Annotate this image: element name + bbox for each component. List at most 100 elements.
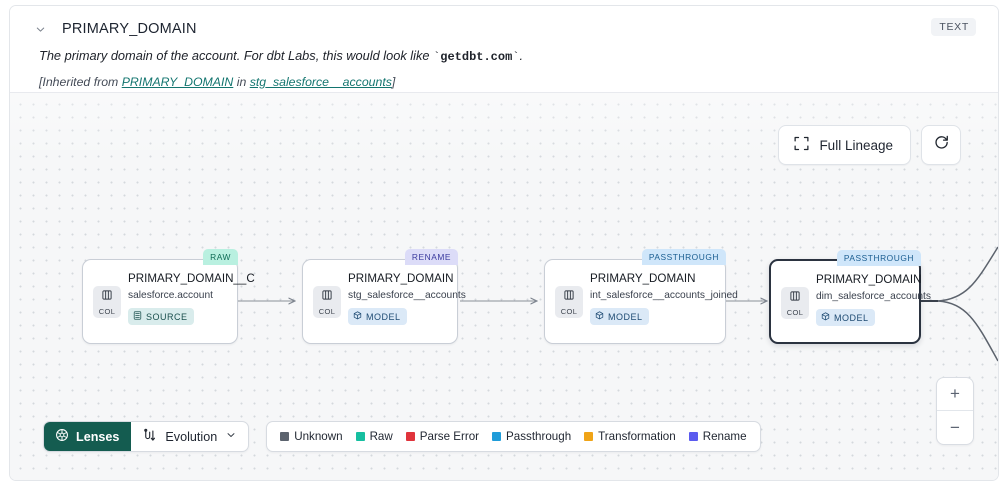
database-icon: [133, 311, 142, 322]
node-name: PRIMARY_DOMAIN: [348, 272, 454, 285]
canvas-bottom-bar: Lenses Evolution: [43, 421, 761, 452]
node-tag-badge: PASSTHROUGH: [641, 249, 726, 265]
node-tag-badge: PASSTHROUGH: [836, 250, 921, 266]
legend-swatch: [492, 432, 502, 441]
inherited-prefix: [Inherited from: [39, 75, 122, 89]
column-icon: [563, 288, 575, 306]
legend-label: Rename: [702, 430, 747, 443]
lenses-label: Lenses: [76, 429, 120, 444]
inherited-suffix: ]: [391, 75, 396, 89]
node-subtitle: salesforce.account: [128, 290, 213, 301]
node-subtitle: stg_salesforce__accounts: [348, 290, 466, 301]
detail-card: PRIMARY_DOMAIN TEXT The primary domain o…: [9, 5, 999, 481]
legend-swatch: [405, 432, 415, 441]
evolution-label: Evolution: [165, 429, 218, 444]
node-name: PRIMARY_DOMAIN: [590, 272, 696, 285]
column-icon-box: COL: [555, 286, 583, 318]
node-name: PRIMARY_DOMAIN__C: [128, 272, 255, 285]
full-lineage-button[interactable]: Full Lineage: [778, 125, 911, 165]
legend-label: Unknown: [294, 430, 343, 443]
inherited-model-link[interactable]: stg_salesforce__accounts: [249, 75, 392, 89]
legend-swatch: [355, 432, 365, 441]
node-kind-label: MODEL: [834, 312, 869, 323]
description-code-tick: `getdbt.com`: [433, 50, 520, 64]
node-kind-badge: MODEL: [816, 309, 875, 326]
lineage-edges: [238, 246, 998, 362]
header-row: PRIMARY_DOMAIN: [10, 16, 998, 42]
inherited-column-link[interactable]: PRIMARY_DOMAIN: [121, 75, 234, 89]
legend-item: Rename: [688, 430, 747, 443]
column-description: The primary domain of the account. For d…: [39, 48, 523, 64]
inherited-mid: in: [233, 75, 250, 89]
node-body: PRIMARY_DOMAIN int_salesforce__accounts_…: [590, 272, 738, 325]
legend-item: Unknown: [280, 430, 343, 443]
node-subtitle: dim_salesforce_accounts: [816, 291, 931, 302]
refresh-button[interactable]: [921, 125, 961, 165]
column-icon-box: COL: [781, 287, 809, 319]
zoom-controls: + −: [936, 377, 974, 445]
lineage-node-selected[interactable]: PASSTHROUGH COL PRIMARY_DOMAIN dim_sales…: [769, 250, 931, 344]
chevron-down-icon: [225, 429, 237, 444]
legend-item: Transformation: [584, 430, 676, 443]
node-body: PRIMARY_DOMAIN__C salesforce.account SOU…: [128, 272, 255, 325]
lineage-canvas[interactable]: Full Lineage RAW: [10, 92, 998, 480]
description-period: .: [519, 48, 524, 63]
column-icon-label: COL: [98, 307, 116, 316]
evolution-icon: [142, 428, 157, 446]
legend-label: Passthrough: [506, 430, 572, 443]
column-icon-box: COL: [93, 286, 121, 318]
chevron-down-icon[interactable]: [32, 21, 48, 37]
type-badge: TEXT: [931, 18, 976, 36]
description-text: The primary domain of the account. For d…: [39, 48, 434, 63]
cube-icon: [821, 312, 830, 323]
lineage-node[interactable]: PASSTHROUGH COL PRIMARY_DOMAIN int_sales…: [544, 249, 738, 344]
node-kind-badge: MODEL: [348, 308, 407, 325]
node-kind-label: SOURCE: [146, 311, 188, 322]
lineage-node[interactable]: RENAME COL PRIMARY_DOMAIN stg_salesforce…: [302, 249, 466, 344]
refresh-icon: [933, 134, 950, 156]
legend-item: Passthrough: [492, 430, 571, 443]
lenses-segmented-control: Lenses Evolution: [43, 421, 250, 452]
node-kind-label: MODEL: [608, 311, 643, 322]
legend-item: Parse Error: [405, 430, 480, 443]
legend-swatch: [280, 432, 290, 441]
cube-icon: [353, 311, 362, 322]
inherited-from-note: [Inherited from PRIMARY_DOMAIN in stg_sa…: [39, 75, 395, 89]
evolution-dropdown[interactable]: Evolution: [131, 422, 248, 451]
lineage-graph: RAW COL PRIMARY_DOMAIN__C salesforce.acc…: [10, 93, 998, 480]
canvas-top-controls: Full Lineage: [778, 125, 961, 165]
legend-label: Parse Error: [419, 430, 480, 443]
legend-label: Transformation: [598, 430, 676, 443]
lineage-node[interactable]: RAW COL PRIMARY_DOMAIN__C salesforce.acc…: [82, 249, 255, 344]
zoom-out-button[interactable]: −: [950, 417, 960, 437]
legend-swatch: [688, 432, 698, 441]
aperture-icon: [55, 428, 69, 445]
node-kind-label: MODEL: [366, 311, 401, 322]
lineage-legend: Unknown Raw Parse Error Passthrough: [266, 421, 761, 452]
column-header: PRIMARY_DOMAIN TEXT The primary domain o…: [10, 6, 998, 90]
cube-icon: [595, 311, 604, 322]
column-icon-label: COL: [318, 307, 336, 316]
node-subtitle: int_salesforce__accounts_joined: [590, 290, 738, 301]
node-body: PRIMARY_DOMAIN dim_salesforce_accounts M…: [816, 273, 931, 326]
lenses-button[interactable]: Lenses: [44, 422, 132, 451]
node-tag-badge: RENAME: [404, 249, 458, 265]
full-lineage-label: Full Lineage: [819, 137, 893, 153]
node-tag-badge: RAW: [203, 249, 238, 265]
node-name: PRIMARY_DOMAIN: [816, 273, 922, 286]
legend-label: Raw: [369, 430, 393, 443]
legend-swatch: [584, 432, 594, 441]
node-kind-badge: MODEL: [590, 308, 649, 325]
column-icon: [789, 289, 801, 307]
description-code: getdbt.com: [440, 50, 513, 64]
column-icon: [321, 288, 333, 306]
node-body: PRIMARY_DOMAIN stg_salesforce__accounts …: [348, 272, 466, 325]
legend-item: Raw: [355, 430, 393, 443]
column-icon-box: COL: [313, 286, 341, 318]
zoom-in-button[interactable]: +: [937, 378, 973, 411]
expand-icon: [794, 136, 809, 154]
page-title: PRIMARY_DOMAIN: [62, 21, 197, 37]
node-kind-badge: SOURCE: [128, 308, 194, 325]
column-icon-label: COL: [786, 308, 804, 317]
